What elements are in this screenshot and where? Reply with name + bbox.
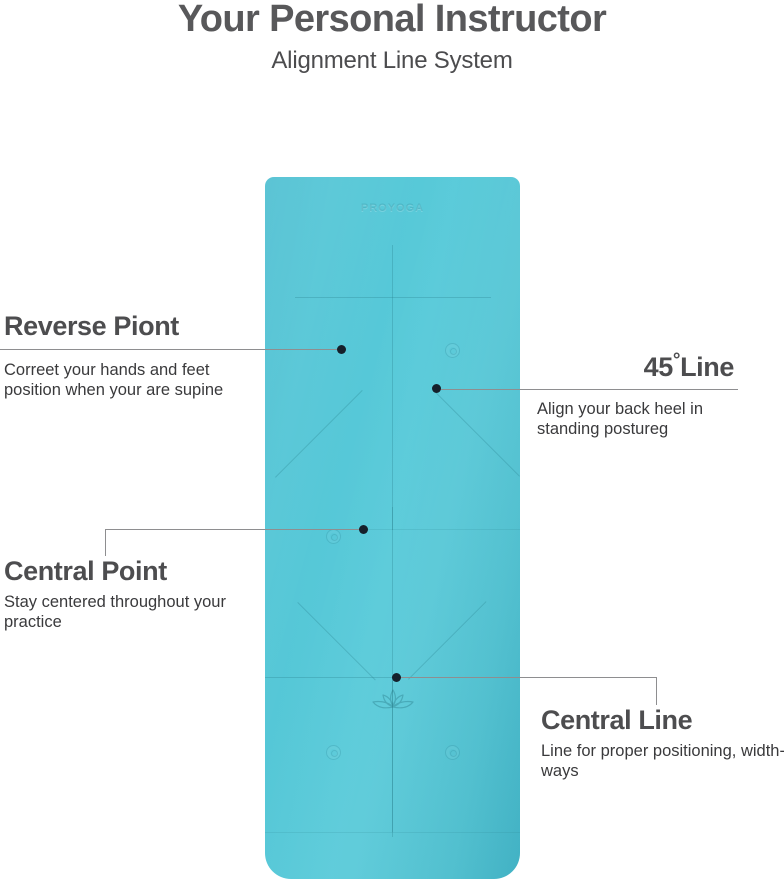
callout-central-line-leader-line (398, 677, 656, 678)
mat-45-line-lower-right (408, 601, 487, 680)
degree-symbol-icon: ° (672, 350, 681, 371)
callout-45-line-heading: 45°Line (484, 350, 735, 383)
callout-central-line-heading: Central Line (541, 705, 693, 735)
lotus-flower-icon (371, 689, 414, 709)
mat-horizontal-line-center (265, 529, 520, 530)
page-title: Your Personal Instructor (177, 0, 607, 40)
mat-vertical-center-line-bottom (392, 677, 393, 832)
callout-central-point-leader-line (105, 529, 367, 530)
yoga-mat-image: PROYOGA (265, 177, 520, 879)
brand-logo: PROYOGA (360, 202, 425, 214)
callout-45-line-dot (432, 384, 441, 393)
mat-marker-upper-right (445, 343, 460, 358)
mat-marker-lower-right (445, 745, 460, 760)
callout-central-line-leader-elbow (656, 677, 657, 705)
mat-45-line-lower-left (297, 602, 376, 681)
mat-horizontal-line-bottom (265, 832, 520, 833)
callout-45-line-body: Align your back heel in standing posture… (537, 400, 704, 438)
callout-central-line-dot (392, 673, 401, 682)
mat-vertical-center-line-top (392, 245, 393, 530)
callout-45-line-heading-suffix: Line (680, 352, 734, 382)
callout-central-line-body: Line for proper positioning, width-ways (541, 742, 784, 780)
callout-reverse-point-leader-line (0, 349, 343, 350)
callout-45-line-leader-line (440, 389, 738, 390)
mat-vertical-center-line-mid (392, 507, 393, 837)
callout-reverse-point-dot (337, 345, 346, 354)
mat-marker-upper-left (326, 529, 341, 544)
callout-reverse-point-heading: Reverse Piont (4, 311, 179, 341)
mat-45-line-upper-left (275, 390, 363, 478)
callout-central-point-body: Stay centered throughout your practice (4, 593, 226, 631)
callout-central-point-dot (359, 525, 368, 534)
mat-45-line-upper-right (432, 389, 520, 477)
mat-horizontal-line-upper (295, 297, 491, 298)
mat-marker-lower-left (326, 745, 341, 760)
callout-reverse-point-body: Correet your hands and feet position whe… (4, 361, 224, 399)
callout-45-line-heading-value: 45 (643, 352, 674, 382)
page-subtitle: Alignment Line System (271, 47, 513, 74)
callout-central-point-leader-elbow (105, 529, 106, 556)
callout-central-point-heading: Central Point (4, 556, 167, 586)
